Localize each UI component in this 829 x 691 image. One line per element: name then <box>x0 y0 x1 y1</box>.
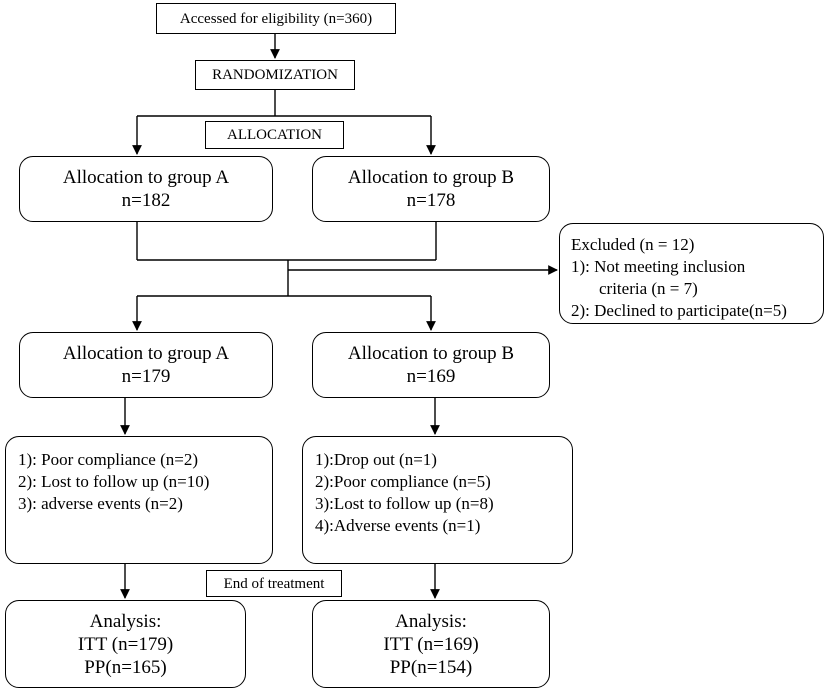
group-b-stage1-title: Allocation to group B <box>347 167 515 188</box>
allocation-label-box: ALLOCATION <box>205 121 344 149</box>
randomization-box: RANDOMIZATION <box>195 60 355 90</box>
group-a-stage1-box: Allocation to group A n=182 <box>19 156 273 222</box>
dropout-b-item: 3):Lost to follow up (n=8) <box>315 494 494 513</box>
dropout-b-box: 1):Drop out (n=1) 2):Poor compliance (n=… <box>302 436 573 564</box>
dropout-a-item: 3): adverse events (n=2) <box>18 494 183 513</box>
group-b-stage1-box: Allocation to group B n=178 <box>312 156 550 222</box>
excluded-line-2: criteria (n = 7) <box>599 279 698 298</box>
analysis-a-pp: PP(n=165) <box>84 656 167 678</box>
analysis-b-pp: PP(n=154) <box>389 656 473 678</box>
dropout-a-box: 1): Poor compliance (n=2) 2): Lost to fo… <box>5 436 273 564</box>
dropout-a-item: 2): Lost to follow up (n=10) <box>18 472 210 491</box>
dropout-b-item: 1):Drop out (n=1) <box>315 450 437 469</box>
group-a-stage2-n: n=179 <box>121 366 171 387</box>
group-a-stage2-title: Allocation to group A <box>62 343 230 364</box>
allocation-label-text: ALLOCATION <box>227 127 322 143</box>
group-b-stage2-title: Allocation to group B <box>347 343 515 364</box>
randomization-text: RANDOMIZATION <box>212 67 338 83</box>
analysis-b-title: Analysis: <box>395 610 467 632</box>
eligibility-text: Accessed for eligibility (n=360) <box>179 10 373 27</box>
dropout-a-item: 1): Poor compliance (n=2) <box>18 450 199 469</box>
analysis-a-box: Analysis: ITT (n=179) PP(n=165) <box>5 600 246 688</box>
analysis-a-title: Analysis: <box>89 610 162 632</box>
end-of-treatment-text: End of treatment <box>223 575 325 592</box>
excluded-line-3: 2): Declined to participate(n=5) <box>571 301 787 320</box>
eligibility-box: Accessed for eligibility (n=360) <box>156 3 396 34</box>
dropout-b-item: 2):Poor compliance (n=5) <box>315 472 491 491</box>
excluded-line-1: 1): Not meeting inclusion <box>571 257 746 276</box>
dropout-b-item: 4):Adverse events (n=1) <box>315 516 481 535</box>
excluded-title: Excluded (n = 12) <box>571 235 695 254</box>
group-b-stage1-n: n=178 <box>406 190 456 211</box>
analysis-b-itt: ITT (n=169) <box>383 633 479 655</box>
analysis-a-itt: ITT (n=179) <box>77 633 174 655</box>
analysis-b-box: Analysis: ITT (n=169) PP(n=154) <box>312 600 550 688</box>
group-a-stage2-box: Allocation to group A n=179 <box>19 332 273 398</box>
group-b-stage2-n: n=169 <box>406 366 456 387</box>
group-a-stage1-n: n=182 <box>121 190 171 211</box>
group-b-stage2-box: Allocation to group B n=169 <box>312 332 550 398</box>
group-a-stage1-title: Allocation to group A <box>62 167 230 188</box>
excluded-box: Excluded (n = 12) 1): Not meeting inclus… <box>559 223 824 324</box>
end-of-treatment-box: End of treatment <box>206 570 342 597</box>
